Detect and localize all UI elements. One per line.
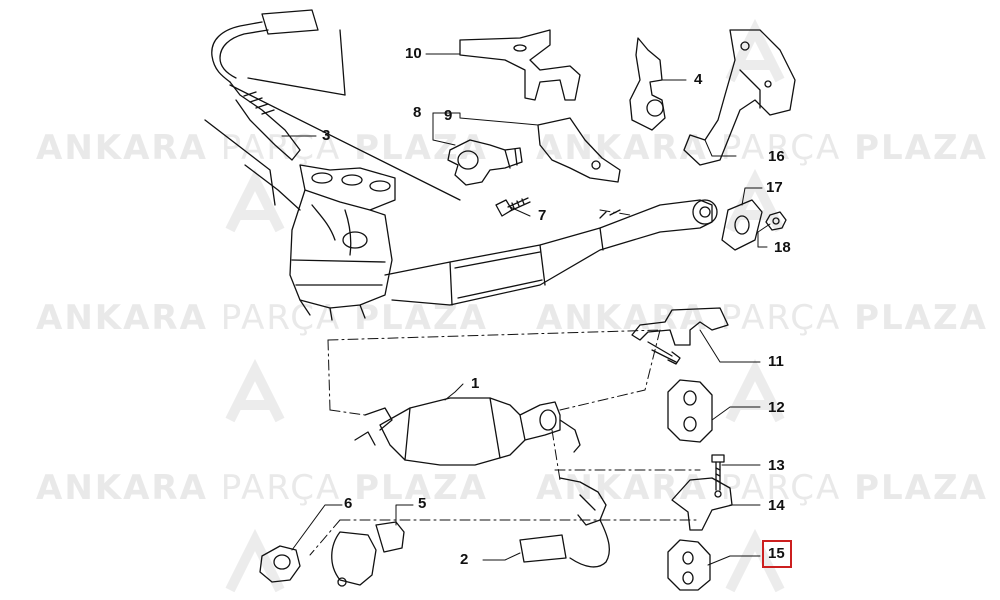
watermark-row: ANKARA PARÇA PLAZA [536,468,988,508]
callout-6: 6 [344,495,353,512]
callout-17: 17 [766,179,783,196]
watermark-row: ANKARA PARÇA PLAZA [536,298,988,338]
callout-5: 5 [418,495,427,512]
leader-lines [281,53,771,566]
callout-11: 11 [768,353,784,370]
rubber-mount-15 [667,539,711,591]
exhaust-pipe [384,199,718,306]
callout-9: 9 [444,107,453,124]
bolt-13 [711,454,725,491]
catalytic-converter [354,397,581,466]
watermark-row: ANKARA PARÇA PLAZA [536,128,988,168]
grouping-lines [204,29,461,211]
watermark-logo [725,528,785,593]
bracket-10 [459,29,581,101]
bracket-11 [631,307,729,365]
watermark-row: ANKARA PARÇA PLAZA [36,128,488,168]
callout-15: 15 [768,545,785,562]
lambda-sensor-upper [211,9,319,161]
callout-2: 2 [460,551,469,568]
gasket-17 [721,199,763,251]
clip-5 [331,521,405,587]
callout-7: 7 [538,207,547,224]
watermark-logo [225,528,285,593]
callout-14: 14 [768,497,785,514]
watermark-logo [725,168,785,233]
relation-lines [309,209,701,556]
watermark-logo [725,358,785,423]
bracket-16 [683,29,796,166]
clamp-9 [447,139,523,186]
watermark-row: ANKARA PARÇA PLAZA [36,468,488,508]
callout-13: 13 [768,457,785,474]
watermark-logo [225,358,285,423]
clip-6 [259,545,301,583]
watermark-logo [225,168,285,233]
callout-10: 10 [405,45,422,62]
lambda-sensor-lower [519,477,611,568]
callout-12: 12 [768,399,785,416]
screw-7 [495,197,531,217]
callout-1: 1 [471,375,480,392]
rubber-mount-12 [667,379,713,443]
exhaust-manifold [289,164,396,321]
callout-18: 18 [774,239,791,256]
bracket-14 [671,477,733,531]
highlighted-callout-box [762,540,792,568]
callout-8: 8 [413,104,422,121]
callout-4: 4 [694,71,703,88]
nut-18 [765,211,787,231]
bracket-plate [537,117,621,183]
callout-16: 16 [768,148,785,165]
callout-3: 3 [322,127,331,144]
bracket-4 [629,37,666,131]
